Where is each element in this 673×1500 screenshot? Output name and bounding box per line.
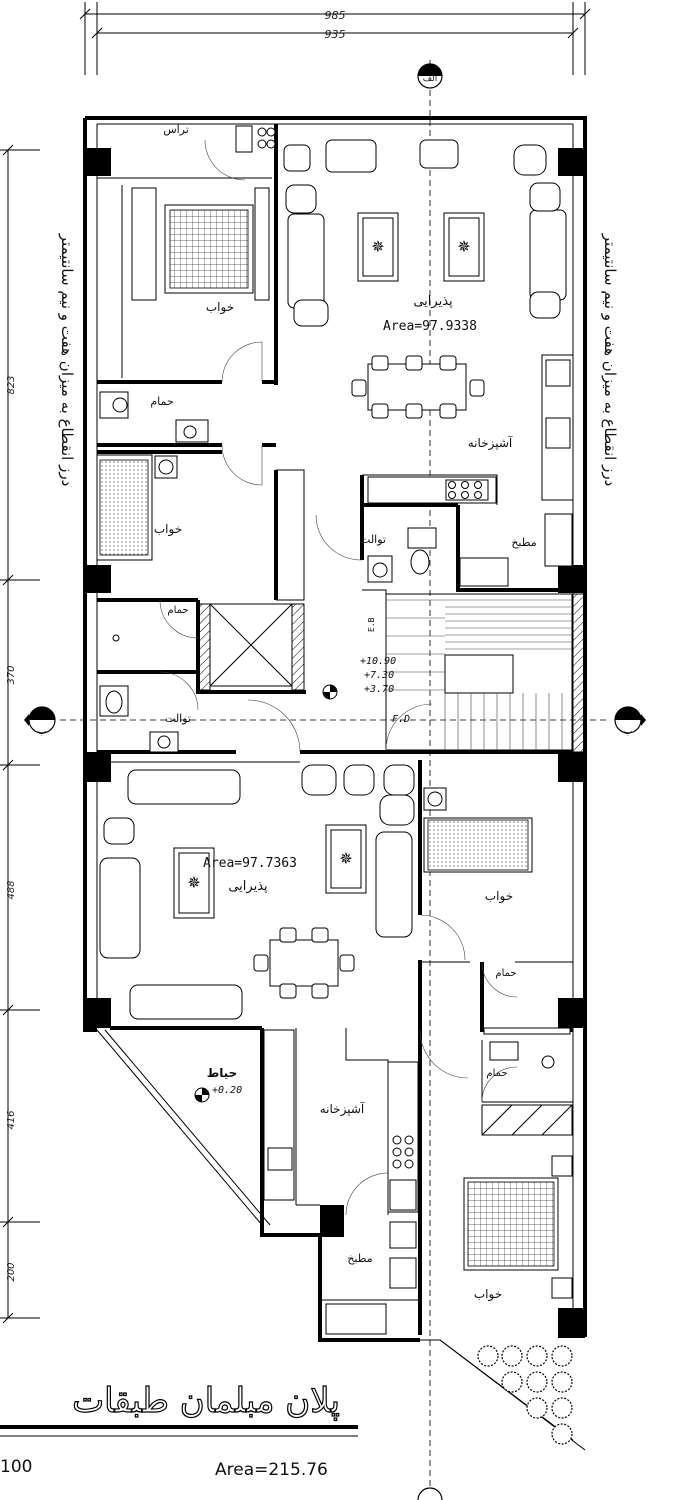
interior-walls-top (97, 124, 574, 750)
label-living-bottom-area: Area=97.7363 (203, 856, 297, 871)
top-dimensions: 985 935 (79, 2, 591, 75)
label-living-bottom: پذیرایی (228, 879, 268, 894)
expansion-joint-note-right: درز انقطاع به میزان هفت و نیم سانتیمتر (601, 233, 619, 487)
label-bath-bottom-2: حمام (486, 1068, 507, 1079)
label-kitchen-bottom: آشپزخانه (320, 1101, 365, 1117)
stair-level-3: +3.70 (364, 684, 394, 695)
dimension-overall: 985 (325, 9, 346, 22)
side-dimension-5: 200 (6, 1262, 17, 1281)
label-cooking-top: مطبخ (511, 536, 536, 549)
sofa-top-1 (325, 139, 377, 173)
title-block: پلان مبلمان طبقات 100 Area=215.76 (0, 1380, 443, 1500)
expansion-joint-note-left: درز انقطاع به میزان هفت و نیم سانتیمتر (58, 233, 76, 487)
label-yard-level: +0.20 (212, 1085, 242, 1096)
sofa-bottom-1 (127, 769, 241, 805)
label-bath-top-1: حمام (150, 395, 173, 408)
drawing-title: پلان مبلمان طبقات (72, 1381, 340, 1421)
label-toilet-top: توالت (360, 533, 386, 546)
side-dimension-2: 370 (6, 665, 17, 684)
furniture-bottom: ✵ ✵ (99, 764, 573, 1445)
label-kitchen-top: آشپزخانه (468, 435, 513, 451)
stairwell: +10.90 +7.30 +3.70 E.B F.D (322, 593, 585, 753)
label-living-top-area: Area=97.9338 (383, 319, 477, 334)
section-line: ب ب (24, 706, 646, 737)
north-marker-label: الف (423, 74, 438, 84)
fire-door-label: F.D (392, 714, 410, 725)
stair-level-2: +7.30 (364, 670, 394, 681)
label-cooking-bottom: مطبخ (347, 1252, 372, 1265)
north-marker: الف (417, 60, 443, 1500)
room-labels: تراس خواب حمام خواب پذیرایی Area=97.9338… (150, 123, 536, 1302)
label-yard: حیاط (207, 1066, 238, 1080)
side-dimension-3: 488 (6, 880, 17, 899)
total-area: Area=215.76 (215, 1460, 328, 1480)
label-bedroom-bottom-2: خواب (474, 1287, 502, 1302)
label-bath-bottom-1: حمام (495, 968, 516, 979)
svg-text:✵: ✵ (457, 237, 470, 256)
label-terrace: تراس (163, 123, 189, 136)
stair-level-1: +10.90 (360, 656, 396, 667)
dimension-inner: 935 (325, 28, 346, 41)
label-toilet-top-2: توالت (165, 712, 191, 725)
label-living-top: پذیرایی (413, 294, 453, 309)
label-bedroom-bottom-1: خواب (485, 889, 513, 904)
svg-text:✵: ✵ (187, 873, 200, 892)
label-bedroom-top-1: خواب (206, 300, 234, 315)
shaft-label: E.B (367, 617, 376, 632)
label-bath-top-2: حمام (167, 605, 188, 616)
dining-table-top (367, 363, 467, 411)
columns (85, 148, 585, 1338)
svg-text:✵: ✵ (339, 849, 352, 868)
svg-text:✵: ✵ (371, 237, 384, 256)
side-dimensions: 823 370 488 416 200 (0, 144, 40, 1324)
furniture-top: ✵ ✵ (96, 125, 573, 753)
side-dimension-4: 416 (6, 1110, 17, 1129)
drawing-scale: 100 (0, 1457, 32, 1477)
section-marker-right: ب (624, 727, 632, 737)
section-marker-left: ب (38, 727, 46, 737)
label-bedroom-top-2: خواب (154, 522, 182, 537)
dining-table-bottom (269, 939, 339, 987)
side-dimension-1: 823 (6, 375, 17, 394)
